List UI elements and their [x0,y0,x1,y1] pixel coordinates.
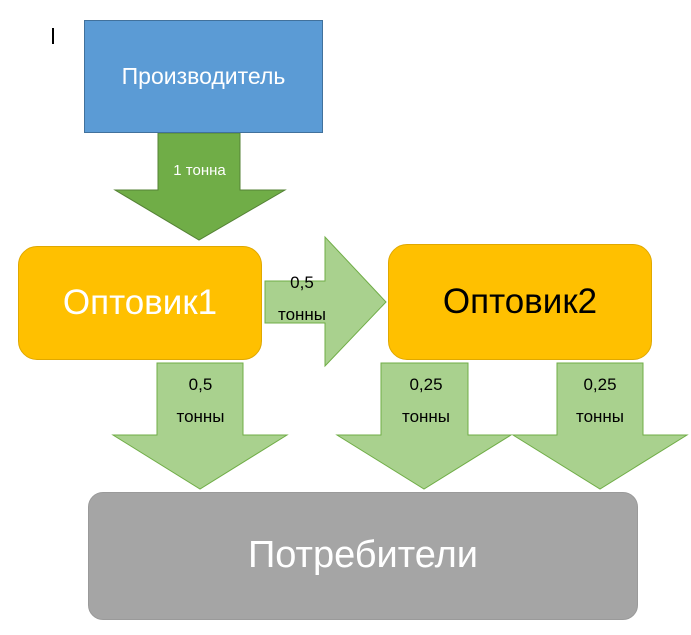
arrow-label-line1: 0,5 [290,272,314,292]
arrow-label-wholesaler2-to-consumers-right: 0,25 тонны [556,370,644,432]
arrow-label-producer-to-wholesaler1: 1 тонна [152,150,247,190]
node-consumers-label: Потребители [247,534,479,577]
arrow-label-line1: 0,25 [409,374,443,394]
node-producer-label: Производитель [121,62,286,89]
arrow-label-line1: 0,25 [583,374,617,394]
arrow-label-line1: 1 тонна [173,161,226,179]
arrow-label-line2: тонны [176,407,225,426]
node-producer[interactable]: Производитель [84,20,323,133]
arrow-label-line2: тонны [401,407,451,426]
arrow-label-wholesaler2-to-consumers-left: 0,25 тонны [382,370,470,432]
arrow-label-line2: тонны [277,305,327,324]
arrow-label-line2: тонны [575,407,625,426]
node-wholesaler2[interactable]: Оптовик2 [388,244,652,360]
node-wholesaler1-label: Оптовик1 [62,282,218,322]
text-caret [52,28,54,44]
arrow-label-wholesaler1-to-consumers: 0,5 тонны [158,370,243,432]
arrow-label-wholesaler1-to-wholesaler2: 0,5 тонны [262,268,342,330]
node-wholesaler2-label: Оптовик2 [442,281,598,321]
node-consumers[interactable]: Потребители [88,492,638,620]
arrow-label-line1: 0,5 [188,374,213,394]
node-wholesaler1[interactable]: Оптовик1 [18,246,262,360]
